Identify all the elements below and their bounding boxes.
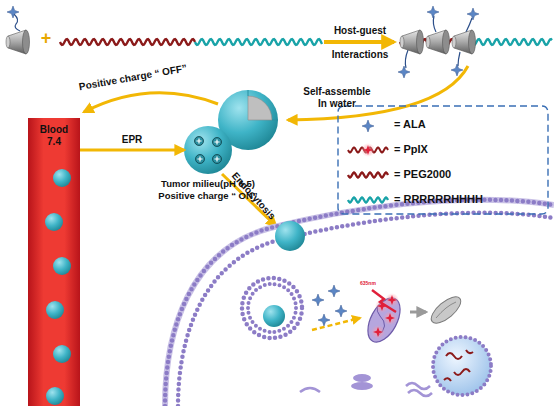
illustration-part xyxy=(383,311,397,325)
illustration-part xyxy=(398,66,410,78)
illustration-part xyxy=(467,8,479,20)
host-guest-complex xyxy=(398,6,552,78)
illustration-part xyxy=(433,16,436,32)
illustration-part xyxy=(60,39,195,45)
illustration-part xyxy=(426,30,450,54)
illustration-part xyxy=(46,301,64,319)
illustration-part xyxy=(385,293,399,307)
cell-membrane xyxy=(165,200,554,406)
illustration-part xyxy=(466,350,473,353)
annotation-label: 635nm xyxy=(360,280,390,286)
illustration-part xyxy=(248,284,296,332)
illustration-part xyxy=(184,126,232,174)
illustration-part xyxy=(371,325,385,339)
illustration-part xyxy=(248,96,272,120)
charged-nanoparticle xyxy=(184,126,232,174)
illustration-part xyxy=(312,294,324,306)
assembly-arrow xyxy=(324,40,394,44)
damaged-mitochondrion xyxy=(427,292,465,327)
illustration-part xyxy=(436,302,456,318)
illustration-part xyxy=(400,30,424,54)
illustration-part xyxy=(328,285,340,297)
illustration-part xyxy=(405,50,408,68)
illustration-part xyxy=(452,30,476,54)
illustration-part xyxy=(433,337,491,395)
annotation-label: Positive charge “ OFF” xyxy=(78,59,208,92)
tumor-nanoparticle: Tumor milieu(pH 6.5) Positive charge “ O… xyxy=(184,126,232,174)
legend-text: = RRRRRRHHHH xyxy=(394,193,483,205)
legend-text: = PpIX xyxy=(394,143,428,155)
organelles xyxy=(300,374,432,396)
legend-text: = ALA xyxy=(394,118,426,130)
illustration-part xyxy=(348,198,388,203)
damage-arrow xyxy=(410,311,426,314)
illustration-part xyxy=(351,382,373,390)
legend-samples xyxy=(348,120,388,203)
illustration-part xyxy=(446,353,462,359)
illustration-part xyxy=(318,314,330,326)
illustration-part xyxy=(165,200,554,406)
illustration-part xyxy=(14,14,20,31)
entering-nanoparticle xyxy=(275,221,305,251)
illustration-part xyxy=(263,305,285,327)
annotation-label: + xyxy=(36,28,56,49)
illustration-part xyxy=(362,120,374,132)
illustration-part xyxy=(361,293,406,348)
self-assemble-arrow xyxy=(288,66,468,120)
illustration-part xyxy=(248,90,278,120)
illustration-part xyxy=(472,39,552,45)
illustration-part xyxy=(275,221,305,251)
blood-vessel xyxy=(28,118,80,406)
legend-text: = PEG2000 xyxy=(394,168,451,180)
mitochondrion-ppix xyxy=(361,293,406,348)
flow-arrow xyxy=(80,149,184,152)
illustration-part xyxy=(53,257,71,275)
illustration-part xyxy=(427,6,439,18)
illustration-part xyxy=(165,200,554,406)
illustration-part xyxy=(45,213,63,231)
illustration-part xyxy=(361,143,375,157)
illustration-part xyxy=(458,52,460,66)
annotation-label: Endocytosis xyxy=(230,170,285,229)
illustration-part xyxy=(195,39,322,45)
annotation-label: Self-assemble In water xyxy=(298,86,376,110)
illustration-part xyxy=(6,30,30,54)
illustration-part xyxy=(408,390,432,396)
illustration-part xyxy=(348,173,388,178)
illustration-part xyxy=(335,305,347,317)
legend-frame xyxy=(338,106,548,214)
illustration-part xyxy=(7,6,19,18)
nucleus xyxy=(433,337,491,395)
node-text: Blood 7.4 xyxy=(28,118,80,148)
edge-label: EPR xyxy=(112,134,152,145)
illustration-part xyxy=(196,155,205,164)
illustration-part xyxy=(242,278,302,338)
illustration-part xyxy=(213,155,222,164)
illustration-part xyxy=(466,18,472,32)
released-ala xyxy=(312,285,347,326)
illustration-part xyxy=(353,374,371,382)
illustration-part xyxy=(454,369,470,375)
blood-vessel-band: Blood 7.4 xyxy=(28,118,80,406)
copolymer-chain xyxy=(60,39,322,45)
illustration-part xyxy=(213,138,222,147)
conversion-arrow xyxy=(312,318,360,330)
laser-bolt xyxy=(372,290,396,312)
illustration-part xyxy=(406,383,430,389)
illustration-part xyxy=(53,169,71,187)
circulation-arrow xyxy=(84,93,218,112)
illustration-part xyxy=(53,345,71,363)
illustration-part xyxy=(28,118,80,406)
cyclodextrin-ala xyxy=(6,6,30,54)
illustration-part xyxy=(444,378,451,381)
illustration-part xyxy=(46,387,64,405)
annotation-label: Host-guest Interactions xyxy=(322,19,398,67)
illustration-part xyxy=(195,137,204,146)
illustration-part xyxy=(178,213,554,406)
illustration-part xyxy=(300,388,320,392)
illustration-part xyxy=(427,292,465,327)
endosome xyxy=(242,278,302,338)
